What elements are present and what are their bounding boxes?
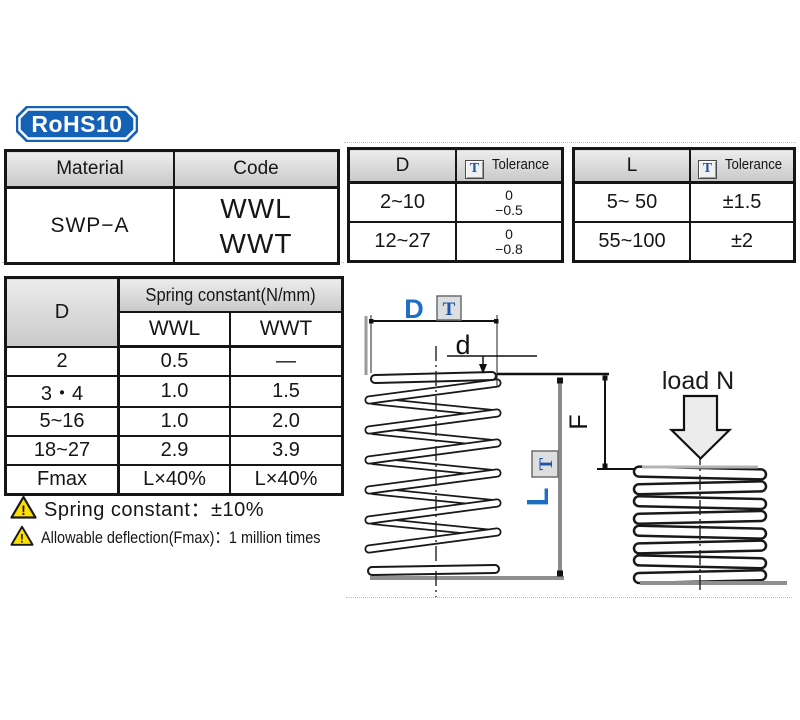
wwl-column-header: WWL [117,311,231,348]
table-row: 55~100 ±2 [572,221,796,263]
wwt-value: 1.5 [229,375,344,408]
d-header: D [347,147,457,184]
tolerance-t-icon: T [464,159,484,179]
arrowhead [479,364,487,374]
load-arrow-icon [668,394,733,461]
table-row: 12~27 0 −0.8 [347,221,564,263]
code-line-1: WWL [220,192,292,224]
tolerance-value: 0 −0.5 [455,181,564,223]
spring-constant-table: D Spring constant(N/mm) WWL WWT 2 0.5 — … [4,276,344,496]
warning-triangle-icon: ! [10,525,34,546]
d-range: 12~27 [347,221,457,263]
d-value: Fmax [4,464,120,496]
tolerance-t-icon: T [436,295,462,321]
wwt-value: — [229,345,344,377]
d-range: 2~10 [347,181,457,223]
d-value: 2 [4,345,120,377]
wwt-value: 2.0 [229,406,344,437]
wwl-value: 0.5 [117,345,231,377]
dotted-separator [346,597,792,598]
load-label: load N [662,367,734,395]
tolerance-value: ±2 [689,221,796,263]
svg-text:!: ! [21,502,26,518]
wwl-value: 2.9 [117,435,231,466]
free-length-label: L [520,488,555,507]
material-header: Material [4,149,175,189]
warning-triangle-icon: ! [10,495,37,519]
wwt-value: 3.9 [229,435,344,466]
code-header: Code [173,149,340,189]
tolerance-t-icon: T [697,159,717,179]
table-subheader-row: WWL WWT [6,311,344,348]
tolerance-value: ±1.5 [689,181,796,223]
svg-text:!: ! [20,531,24,545]
svg-text:T: T [536,457,557,470]
d-value: 5~16 [4,406,120,437]
code-line-2: WWT [219,227,293,259]
wwl-value: 1.0 [117,375,231,408]
table-row: 2 0.5 — [4,345,344,377]
table-row: SWP−A WWL WWT [4,186,340,265]
table-row: 5~16 1.0 2.0 [4,406,344,437]
table-header-row: Material Code [4,149,340,189]
l-range: 55~100 [572,221,691,263]
tolerance-t-icon: T [531,450,559,478]
note-allowable-deflection: ! Allowable deflection(Fmax)：1 million t… [10,523,370,548]
material-value: SWP−A [4,186,175,265]
badge-shape [16,106,138,142]
table-row: Fmax L×40% L×40% [4,464,344,496]
l-header: L [572,147,691,184]
spring-constant-group-header: Spring constant(N/mm) [117,276,344,313]
outer-diameter-label: D [404,294,424,324]
diagram-overlay: D T d F T L [364,294,787,597]
wire-diameter-label: d [455,330,470,360]
wwl-value: 1.0 [117,406,231,437]
wwt-value: L×40% [229,464,344,496]
table-row: 5~ 50 ±1.5 [572,181,796,223]
wwl-value: L×40% [117,464,231,496]
spring-dimension-diagram: D T d F T L [364,294,787,597]
free-spring-drawing [364,371,502,576]
d-value: 18~27 [4,435,120,466]
d-value: 3・4 [4,375,120,408]
note-text: Allowable deflection(Fmax)：1 million tim… [41,528,321,547]
table-row: 2~10 0 −0.5 [347,181,564,223]
svg-text:T: T [443,299,456,320]
note-spring-constant: ! Spring constant：±10% [10,494,264,521]
note-text: Spring constant：±10% [44,499,264,521]
table-row: 3・4 1.0 1.5 [4,375,344,408]
dotted-separator [344,142,796,143]
code-value: WWL WWT [173,186,340,265]
table-header-row: D Spring constant(N/mm) [4,276,344,348]
table-row: 18~27 2.9 3.9 [4,435,344,466]
deflection-label: F [565,414,593,429]
tolerance-value: 0 −0.8 [455,221,564,263]
rohs10-badge: RoHS10 [16,106,138,142]
d-header: D [4,276,120,348]
l-range: 5~ 50 [572,181,691,223]
material-code-table: Material Code SWP−A WWL WWT [4,149,340,265]
badge-label: RoHS10 [31,111,122,137]
wwt-column-header: WWT [229,311,344,348]
